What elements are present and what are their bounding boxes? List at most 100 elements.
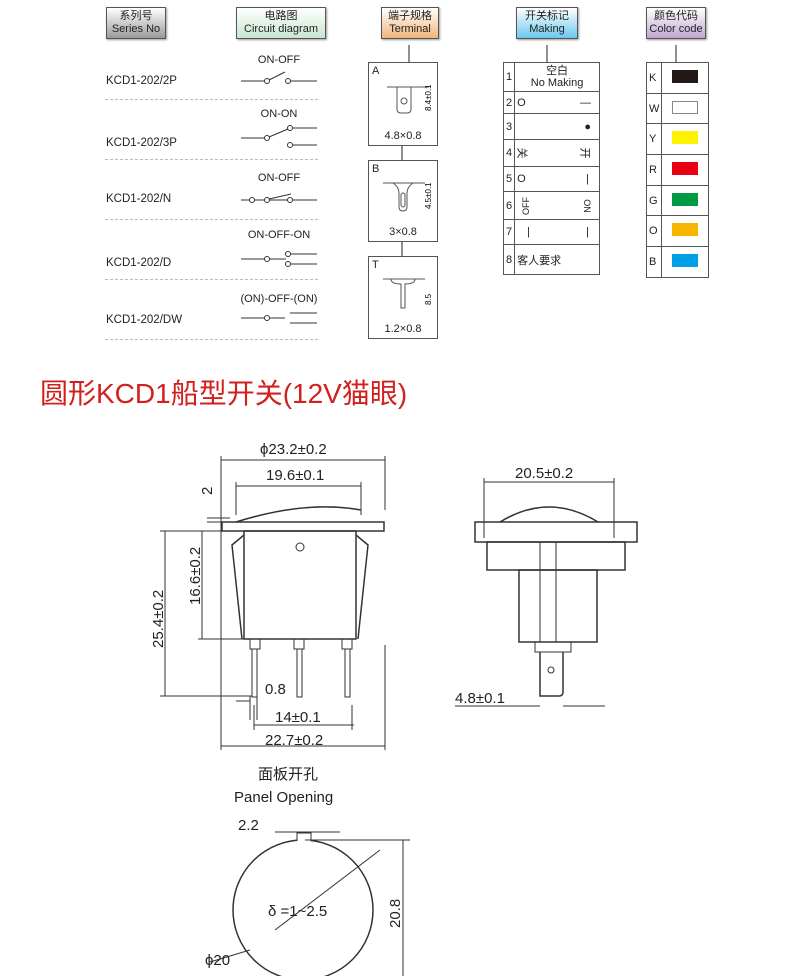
- making-no: 7: [502, 219, 516, 245]
- divider: [105, 219, 318, 220]
- terminal-a-drawing-icon: 8.4±0.1: [387, 84, 433, 114]
- terminal-letter: T: [372, 259, 379, 271]
- making-left: |: [527, 226, 530, 238]
- making-right: No Making: [530, 77, 584, 89]
- divider: [105, 279, 318, 280]
- divider: [105, 159, 318, 160]
- series-model: KCD1-202/3P: [106, 137, 177, 149]
- dim-body-height: 16.6±0.2: [187, 547, 204, 605]
- header-zh: 端子规格: [388, 10, 432, 22]
- terminal-letter: B: [372, 163, 380, 175]
- connector-lines: [241, 45, 677, 324]
- terminal-t-drawing-icon: 8.5: [383, 278, 433, 309]
- circuit-type: ON-OFF-ON: [247, 229, 311, 241]
- making-no: 3: [502, 113, 516, 140]
- header-zh: 系列号: [119, 10, 153, 22]
- making-no: 8: [502, 244, 516, 275]
- header-en: Series No: [111, 23, 161, 35]
- header-en: Making: [529, 23, 565, 35]
- color-code: O: [645, 215, 663, 248]
- circuit-type: (ON)-OFF-(ON): [240, 293, 318, 305]
- making-right: |: [586, 226, 589, 238]
- color-code: B: [645, 246, 663, 278]
- header-zh: 颜色代码: [654, 10, 698, 22]
- color-code: W: [645, 92, 663, 125]
- making-left: O: [517, 173, 526, 185]
- terminal-b-drawing-icon: 4.5±0.1: [383, 182, 433, 212]
- dim-side-width: 20.5±0.2: [515, 465, 573, 482]
- panel-title-zh: 面板开孔: [258, 765, 318, 783]
- terminal-t: T 8.5 1.2×0.8: [368, 256, 438, 339]
- dim-base-width: 22.7±0.2: [265, 732, 323, 749]
- dim-width: 19.6±0.1: [266, 467, 324, 484]
- making-no: 4: [502, 139, 516, 167]
- making-right: 开: [578, 147, 591, 159]
- dim-terminal-width: 4.8±0.1: [455, 690, 505, 707]
- color-row: O: [645, 215, 709, 248]
- terminal-size: 4.8×0.8: [384, 130, 422, 142]
- terminal-height: 8.4±0.1: [424, 84, 433, 111]
- circuit-symbols: [241, 71, 317, 324]
- header-zh: 开关标记: [525, 10, 569, 22]
- color-row: Y: [645, 123, 709, 156]
- making-right: —: [580, 96, 591, 109]
- making-left: O: [517, 96, 526, 109]
- making-left: 关: [515, 147, 528, 159]
- making-no: 1: [502, 62, 516, 92]
- series-model: KCD1-202/2P: [106, 75, 177, 87]
- dim-panel-diameter: ϕ20: [205, 952, 230, 969]
- header-en: Circuit diagram: [244, 23, 318, 35]
- color-row: G: [645, 184, 709, 217]
- panel-title-en: Panel Opening: [234, 789, 333, 806]
- color-row: K: [645, 62, 709, 94]
- product-title: 圆形KCD1船型开关(12V猫眼): [40, 378, 408, 409]
- dim-total-height: 25.4±0.2: [150, 590, 167, 648]
- making-no: 2: [502, 91, 516, 114]
- making-left: OFF: [521, 196, 532, 215]
- header-en: Terminal: [389, 23, 431, 35]
- dim-pin-width: 0.8: [265, 681, 286, 698]
- terminal-letter: A: [372, 65, 380, 77]
- terminal-height: 8.5: [424, 293, 433, 305]
- terminal-size: 1.2×0.8: [384, 323, 422, 335]
- dim-panel-thickness: δ =1~2.5: [268, 903, 327, 920]
- making-right: ●: [584, 120, 591, 133]
- terminal-a: A 8.4±0.1 4.8×0.8: [368, 62, 438, 146]
- terminal-height: 4.5±0.1: [424, 182, 433, 209]
- color-swatch: [672, 100, 699, 114]
- color-code: R: [645, 154, 663, 186]
- series-model: KCD1-202/N: [106, 193, 172, 205]
- dim-panel-height: 20.8: [387, 899, 404, 928]
- circuit-type: ON-OFF: [257, 54, 301, 66]
- color-swatch: [672, 192, 699, 206]
- making-right: ON: [581, 198, 592, 213]
- terminal-b: B 4.5±0.1 3×0.8: [368, 160, 438, 242]
- color-code: G: [645, 184, 663, 217]
- header-en: Color code: [649, 23, 703, 35]
- series-model: KCD1-202/D: [106, 257, 172, 269]
- dimension-drawing: ϕ23.2±0.2 19.6±0.1 2 16.6±0.2 25.4±0.2 0…: [150, 441, 638, 976]
- circuit-type: ON-OFF: [257, 172, 301, 184]
- series-model: KCD1-202/DW: [106, 314, 183, 326]
- color-swatch: [672, 253, 699, 267]
- dim-key-width: 2.2: [238, 817, 259, 834]
- dim-pin-pitch: 14±0.1: [275, 709, 321, 726]
- terminal-size: 3×0.8: [389, 226, 417, 238]
- making-no: 5: [502, 166, 516, 192]
- making-right: |: [586, 173, 589, 185]
- making-left: 空白: [546, 65, 569, 77]
- color-code: Y: [645, 123, 663, 156]
- circuit-type: ON-ON: [260, 108, 298, 120]
- color-swatch: [672, 161, 699, 175]
- color-code: K: [645, 62, 663, 94]
- dim-rocker-thickness: 2: [199, 487, 216, 495]
- color-row: W: [645, 92, 709, 125]
